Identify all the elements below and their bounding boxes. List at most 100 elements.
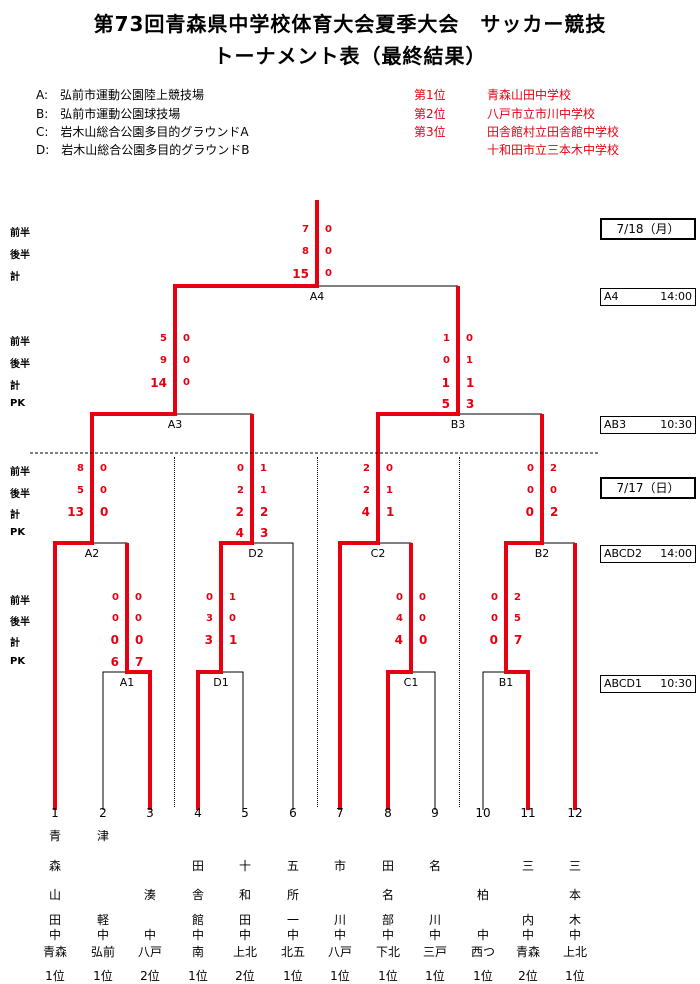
team-region: 南 xyxy=(191,945,204,959)
score-a3-h2-right: 0 xyxy=(183,355,190,366)
score-a3-h1-left: 5 xyxy=(160,333,167,344)
schedule-slot-time: 10:30 xyxy=(660,677,692,690)
team-name-char: 森 xyxy=(48,859,61,873)
schedule-slot-abcd1: ABCD1 10:30 xyxy=(600,675,696,693)
schedule-slot-time: 10:30 xyxy=(660,418,692,431)
schedule-slot-name: ABCD1 xyxy=(604,677,643,690)
match-label-a1: A1 xyxy=(119,676,135,689)
team-number: 7 xyxy=(336,806,344,820)
score-d2-h2-left: 2 xyxy=(237,485,244,496)
team-name-char: 中 xyxy=(381,928,394,942)
score-final-h2-left: 8 xyxy=(302,246,309,257)
schedule-slot-name: A4 xyxy=(604,290,619,303)
team-name-char: 軽 xyxy=(96,913,109,927)
score-b2-total-right: 2 xyxy=(550,505,559,519)
match-label-a4: A4 xyxy=(309,290,325,303)
score-b1-total-left: 0 xyxy=(489,633,498,647)
score-d2-h1-right: 1 xyxy=(260,463,267,474)
score-b3-h2-left: 0 xyxy=(443,355,450,366)
team-name-char: 青 xyxy=(48,829,61,843)
separator-dotted xyxy=(317,457,318,807)
team-number: 6 xyxy=(289,806,297,820)
team-number: 2 xyxy=(99,806,107,820)
team-name-char: 館 xyxy=(191,913,204,927)
label-second-half: 後半 xyxy=(10,617,30,628)
score-b2-h2-left: 0 xyxy=(527,485,534,496)
team-name-char: 三 xyxy=(568,859,581,873)
result-school-1: 青森山田中学校 xyxy=(487,88,572,102)
team-rank: 2位 xyxy=(140,969,160,983)
match-label-d1: D1 xyxy=(213,676,229,689)
score-a2-total-right: 0 xyxy=(100,505,109,519)
team-name-char: 中 xyxy=(48,928,61,942)
label-pk: PK xyxy=(10,398,26,409)
team-name-char: 和 xyxy=(238,888,251,902)
team-rank: 1位 xyxy=(188,969,208,983)
score-c1-h1-left: 0 xyxy=(396,592,403,603)
label-pk: PK xyxy=(10,656,26,667)
schedule-slot-name: ABCD2 xyxy=(604,547,643,560)
team-name-char: 柏 xyxy=(476,888,489,902)
team-rank: 1位 xyxy=(473,969,493,983)
score-d1-total-right: 1 xyxy=(229,633,238,647)
score-b3-total-left: 1 xyxy=(441,376,450,390)
team-number: 5 xyxy=(241,806,249,820)
team-name-char: 三 xyxy=(521,859,534,873)
team-rank: 1位 xyxy=(565,969,585,983)
result-school-3b: 十和田市立三本木中学校 xyxy=(487,143,620,157)
separator-dotted xyxy=(174,457,175,807)
team-region: 西つ xyxy=(470,945,495,959)
label-second-half: 後半 xyxy=(10,250,30,261)
team-name-char: 中 xyxy=(191,928,204,942)
team-name-char: 所 xyxy=(286,888,299,902)
match-label-b1: B1 xyxy=(498,676,514,689)
team-region: 弘前 xyxy=(90,945,115,959)
team-rank: 1位 xyxy=(425,969,445,983)
team-region: 八戸 xyxy=(327,945,352,959)
venue-a: A: 弘前市運動公園陸上競技場 xyxy=(36,88,205,102)
team-name-char: 中 xyxy=(96,928,109,942)
score-b3-total-right: 1 xyxy=(466,376,475,390)
score-a3-h1-right: 0 xyxy=(183,333,190,344)
team-rank: 1位 xyxy=(378,969,398,983)
team-rank: 2位 xyxy=(235,969,255,983)
team-name-char: 一 xyxy=(286,913,299,927)
score-b1-total-right: 7 xyxy=(514,633,523,647)
label-second-half: 後半 xyxy=(10,359,30,370)
label-first-half: 前半 xyxy=(10,337,30,348)
team-name-char: 本 xyxy=(568,888,581,902)
team-region: 上北 xyxy=(232,945,257,959)
team-name-char: 内 xyxy=(521,913,534,927)
score-a1-total-left: 0 xyxy=(110,633,119,647)
label-second-half: 後半 xyxy=(10,489,30,500)
team-name-char: 名 xyxy=(381,888,394,902)
score-a1-h2-left: 0 xyxy=(112,613,119,624)
score-d2-total-left: 2 xyxy=(235,505,244,519)
result-place-1: 第1位 xyxy=(414,88,446,102)
team-name-char: 部 xyxy=(381,913,394,927)
score-a3-h2-left: 9 xyxy=(160,355,167,366)
label-pk: PK xyxy=(10,527,26,538)
team-name-char: 湊 xyxy=(143,888,156,902)
label-total: 計 xyxy=(10,381,20,392)
score-a1-pk-right: 7 xyxy=(135,655,144,669)
venue-d: D: 岩木山総合公園多目的グラウンドB xyxy=(36,143,250,157)
team-name-char: 中 xyxy=(238,928,251,942)
score-d1-total-left: 3 xyxy=(204,633,213,647)
score-c1-h1-right: 0 xyxy=(419,592,426,603)
score-b1-h2-right: 5 xyxy=(514,613,521,624)
team-rank: 2位 xyxy=(518,969,538,983)
score-final-total-left: 15 xyxy=(292,267,309,281)
schedule-slot-name: AB3 xyxy=(604,418,627,431)
score-c1-h2-right: 0 xyxy=(419,613,426,624)
score-final-h2-right: 0 xyxy=(325,246,332,257)
result-place-3: 第3位 xyxy=(414,125,446,139)
team-name-char: 十 xyxy=(238,859,251,873)
team-region: 八戸 xyxy=(137,945,162,959)
score-b2-h1-right: 2 xyxy=(550,463,557,474)
team-name-char: 山 xyxy=(48,888,61,902)
team-name-char: 田 xyxy=(238,913,251,927)
schedule-slot-time: 14:00 xyxy=(660,290,692,303)
